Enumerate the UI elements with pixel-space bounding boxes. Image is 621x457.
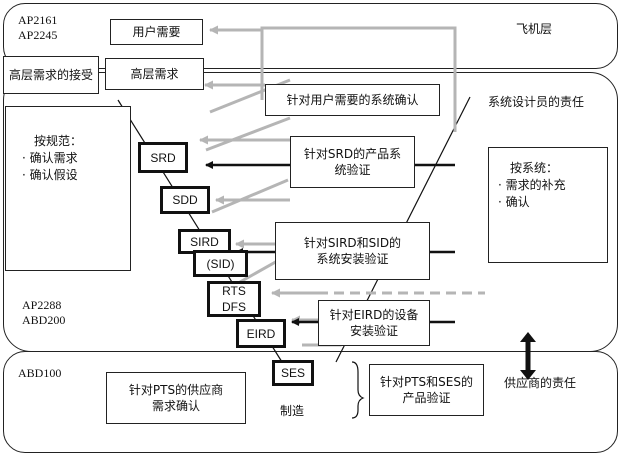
- sird-verify-box: 针对SIRD和SID的 系统安装验证: [275, 222, 430, 280]
- srd-verify-box: 针对SRD的产品系 统验证: [290, 136, 415, 188]
- manufacture-label: 制造: [280, 404, 305, 418]
- left-spec-item: · 确认假设: [22, 168, 78, 182]
- left-spec-title: 按规范：: [34, 134, 83, 148]
- right-system-item: · 需求的补充: [498, 178, 566, 192]
- standards-top: AP2161 AP2245: [18, 13, 58, 42]
- ses-doc: SES: [272, 360, 314, 386]
- right-system-list: 按系统： · 需求的补充 · 确认: [498, 160, 566, 211]
- left-spec-item: · 确认需求: [22, 151, 78, 165]
- high-level-accept-box: 高层需求的接受: [3, 56, 99, 94]
- left-spec-list: 按规范： · 确认需求 · 确认假设: [22, 133, 82, 184]
- aircraft-layer-label: 飞机层: [516, 22, 553, 36]
- left-spec-panel: [5, 106, 131, 271]
- gray-arrow-top-loop: [260, 26, 457, 132]
- pts-ses-verify-box: 针对PTS和SES的 产品验证: [369, 364, 484, 416]
- supplier-label: 供应商的责任: [504, 376, 577, 390]
- supplier-region: [3, 351, 618, 453]
- eird-doc: EIRD: [236, 319, 286, 348]
- right-system-item: · 确认: [498, 195, 530, 209]
- gray-arrow-user-needs: [209, 25, 264, 100]
- gray-diagonal-2: [205, 116, 291, 152]
- sid-doc: (SID): [193, 250, 248, 277]
- gray-diagonal-3: [211, 178, 289, 214]
- right-system-panel: [488, 147, 608, 263]
- standards-bottom: ABD100: [18, 366, 62, 380]
- right-system-title: 按系统：: [510, 161, 559, 175]
- user-confirm-box: 针对用户需要的系统确认: [265, 84, 440, 116]
- aircraft-layer-region: [3, 3, 618, 69]
- standards-middle: AP2288 ABD200: [22, 298, 66, 327]
- system-designer-label: 系统设计员的责任: [488, 95, 585, 109]
- user-needs-box: 用户需要: [110, 19, 203, 45]
- srd-doc: SRD: [138, 142, 188, 173]
- pts-confirm-box: 针对PTS的供应商 需求确认: [106, 372, 246, 424]
- sdd-doc: SDD: [160, 186, 210, 214]
- high-level-req-box: 高层需求: [105, 58, 204, 90]
- bracket-brace: [351, 361, 365, 419]
- eird-verify-box: 针对EIRD的设备 安装验证: [318, 300, 430, 346]
- rts-dfs-doc: RTS DFS: [207, 281, 261, 317]
- sird-doc: SIRD: [178, 229, 231, 254]
